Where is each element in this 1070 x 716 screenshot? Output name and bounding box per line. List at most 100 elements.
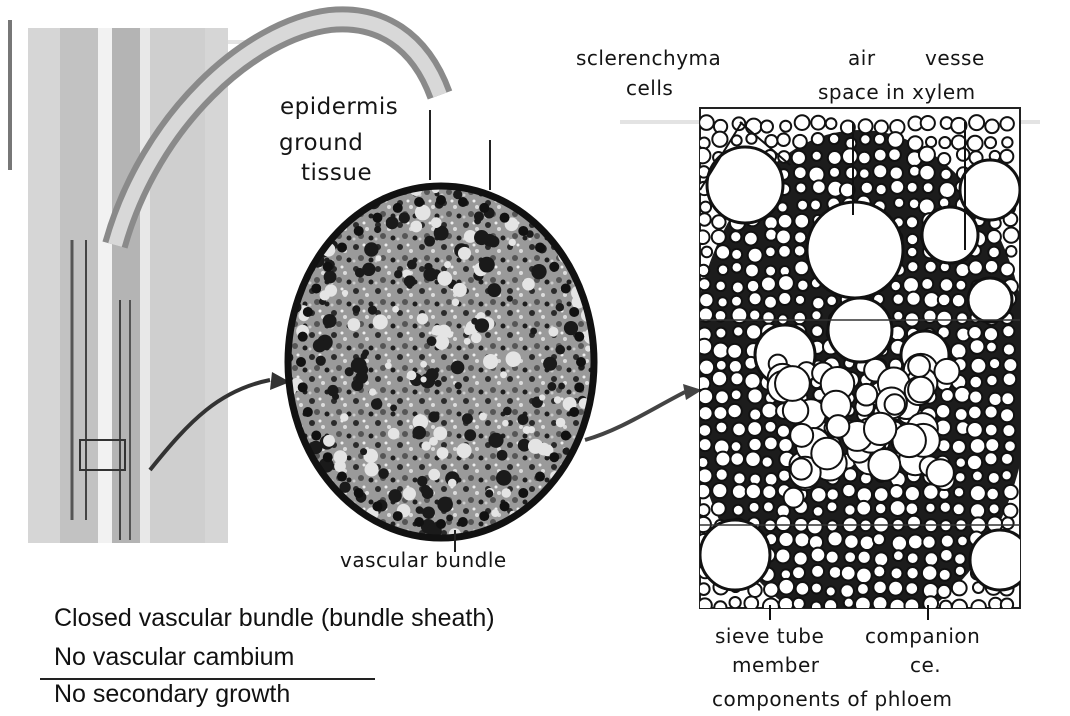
peripheral-bundle-dot bbox=[518, 488, 528, 498]
cell bbox=[699, 137, 710, 148]
peripheral-bundle-dot bbox=[569, 307, 579, 317]
bundle-dot bbox=[528, 439, 543, 454]
bundle-dot bbox=[431, 217, 442, 228]
cell bbox=[765, 266, 776, 277]
cell bbox=[951, 343, 967, 359]
bundle-dot bbox=[507, 295, 513, 301]
peripheral-bundle-dot bbox=[479, 511, 489, 521]
cell bbox=[779, 597, 794, 612]
cell bbox=[733, 505, 744, 516]
cell bbox=[731, 452, 745, 466]
cell bbox=[904, 599, 919, 614]
cell bbox=[969, 391, 982, 404]
peripheral-bundle-dot bbox=[574, 382, 584, 392]
bundle-dot bbox=[323, 314, 337, 328]
peripheral-bundle-dot bbox=[303, 407, 313, 417]
bundle-dot bbox=[558, 383, 565, 390]
cell bbox=[921, 116, 935, 130]
cell bbox=[873, 581, 886, 594]
cell bbox=[797, 280, 808, 291]
cell bbox=[731, 389, 742, 400]
cell bbox=[731, 441, 742, 452]
cell bbox=[874, 134, 885, 145]
peripheral-bundle-dot bbox=[296, 357, 306, 367]
cell bbox=[712, 230, 726, 244]
bundle-dot bbox=[479, 413, 487, 421]
cell bbox=[776, 549, 791, 564]
bundle-dot bbox=[437, 271, 452, 286]
bundle-dot bbox=[332, 393, 339, 400]
cell bbox=[984, 327, 998, 341]
cell bbox=[716, 360, 727, 371]
cell bbox=[939, 137, 950, 148]
cell bbox=[986, 488, 999, 501]
cell bbox=[811, 310, 821, 320]
bundle-dot bbox=[583, 528, 592, 537]
cell bbox=[812, 151, 822, 161]
cell bbox=[812, 180, 826, 194]
cell bbox=[827, 520, 838, 531]
cell bbox=[956, 280, 967, 291]
cell bbox=[970, 503, 985, 518]
bundle-dot bbox=[446, 515, 453, 522]
bundle-dot bbox=[565, 482, 578, 495]
cell bbox=[747, 421, 762, 436]
bundle-dot bbox=[351, 357, 367, 373]
cell bbox=[712, 502, 726, 516]
cell bbox=[923, 182, 934, 193]
cell bbox=[699, 293, 713, 307]
cell bbox=[746, 119, 762, 135]
bundle-dot bbox=[432, 325, 443, 336]
cell bbox=[890, 485, 904, 499]
bundle-dot bbox=[365, 462, 379, 476]
bundle-dot bbox=[374, 226, 381, 233]
cell bbox=[698, 598, 712, 612]
cell bbox=[967, 422, 983, 438]
bundle-dot bbox=[324, 270, 337, 283]
cell bbox=[955, 408, 968, 421]
cell bbox=[778, 214, 793, 229]
cell bbox=[777, 133, 790, 146]
cell bbox=[764, 437, 778, 451]
bundle-dot bbox=[369, 388, 376, 395]
cell bbox=[780, 121, 791, 132]
bundle-dot bbox=[283, 524, 295, 536]
cell bbox=[718, 297, 728, 307]
cell bbox=[844, 534, 858, 548]
label-components-of-phloem: components of phloem bbox=[712, 687, 953, 711]
bundle-dot bbox=[531, 264, 546, 279]
bundle-dot bbox=[556, 418, 566, 428]
cell bbox=[987, 230, 1001, 244]
peripheral-bundle-dot bbox=[372, 501, 382, 511]
cell bbox=[938, 294, 951, 307]
cell bbox=[985, 438, 999, 452]
cell bbox=[1003, 344, 1015, 356]
cell bbox=[907, 261, 918, 272]
cell bbox=[842, 148, 858, 164]
bundle-dot bbox=[509, 239, 516, 246]
cell bbox=[728, 404, 742, 418]
cell bbox=[985, 120, 999, 134]
label-vessel: vesse bbox=[925, 46, 985, 70]
cell bbox=[811, 487, 826, 502]
cell bbox=[984, 452, 997, 465]
cell bbox=[937, 311, 952, 326]
peripheral-bundle-dot bbox=[549, 452, 559, 462]
cell bbox=[1003, 485, 1017, 499]
cell bbox=[905, 582, 918, 595]
cell bbox=[764, 582, 778, 596]
bundle-dot bbox=[422, 506, 435, 519]
cell bbox=[1000, 263, 1014, 277]
bundle-dot bbox=[307, 221, 315, 229]
peripheral-bundle-dot bbox=[436, 519, 446, 529]
cell bbox=[906, 216, 918, 228]
cell bbox=[890, 166, 903, 179]
cell bbox=[921, 278, 933, 290]
cell bbox=[731, 296, 742, 307]
cell bbox=[828, 531, 843, 546]
peripheral-bundle-dot bbox=[500, 213, 510, 223]
bundle-dot bbox=[464, 429, 476, 441]
bundle-dot bbox=[417, 313, 428, 324]
bundle-dot bbox=[554, 515, 564, 525]
cell bbox=[968, 278, 1012, 322]
